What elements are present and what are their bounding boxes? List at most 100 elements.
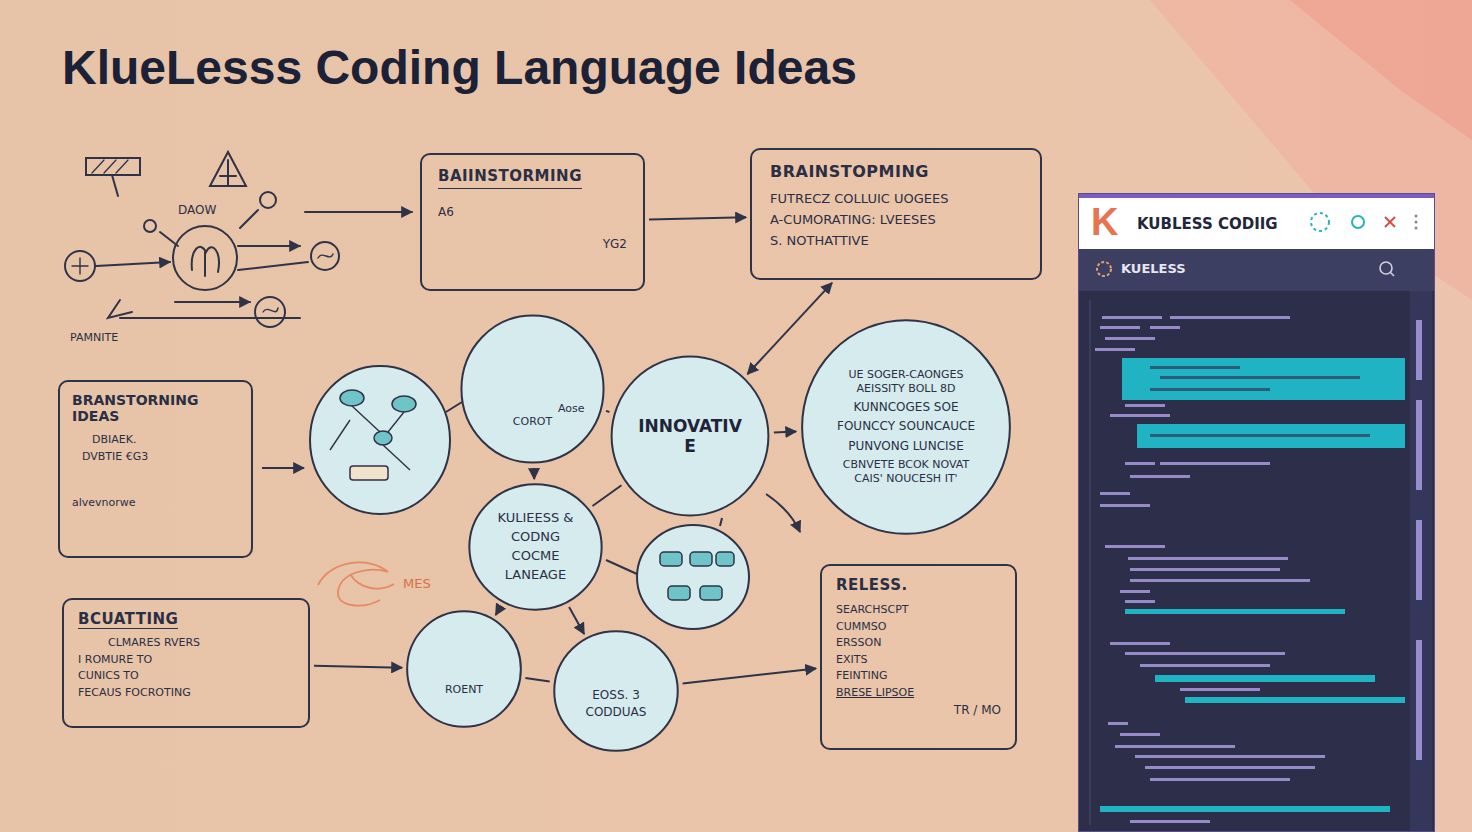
idea-bubble: EOSS. 3 CODDUAS xyxy=(553,630,679,752)
hatch xyxy=(92,160,128,173)
node-heading: KULIEESS & CODNG COCME LANEAGE xyxy=(487,509,584,584)
node-text: TR / MO xyxy=(954,701,1001,719)
code-highlight xyxy=(1137,424,1405,448)
connector xyxy=(314,666,402,668)
connector xyxy=(748,283,833,374)
card-sketch xyxy=(350,466,388,480)
process-box: BRANSTORNING IDEASDBIAEK.DVBTIE €G3alvev… xyxy=(58,380,253,558)
menu-dot xyxy=(1415,221,1418,224)
sketch xyxy=(65,152,412,327)
node-heading: Aose xyxy=(558,402,585,415)
idea-bubble: INNOVATIVE xyxy=(610,355,770,517)
logo-icon xyxy=(1097,262,1111,276)
node-content: KULIEESS & CODNG COCME LANEAGE xyxy=(487,509,584,584)
node-text: COROT xyxy=(513,415,552,428)
node-text: FOUNCCY SOUNCAUCE xyxy=(837,419,975,435)
node-heading: UE SOGER-CAONGES AEISSITY BOLL 8D xyxy=(830,368,983,396)
node-heading: EOSS. 3 CODDUAS xyxy=(571,687,662,721)
app-panel: KKUBLESS CODIIGKUELESS xyxy=(1078,193,1435,832)
bubble-shape xyxy=(460,314,605,464)
node-content: UE SOGER-CAONGES AEISSITY BOLL 8DKUNNCOG… xyxy=(830,368,983,486)
node-text: KUBLESS CODIIG xyxy=(1137,215,1278,233)
node-text: CUNICS TO xyxy=(78,668,139,685)
sketch-line xyxy=(160,232,178,246)
idea-bubble: UE SOGER-CAONGES AEISSITY BOLL 8DKUNNCOG… xyxy=(800,318,1012,536)
flag-sketch xyxy=(86,158,140,175)
app-window xyxy=(1078,193,1435,832)
node-text: SEARCHSCPT xyxy=(836,602,909,619)
node-content: BAIINSTORMINGA6YG2 xyxy=(438,167,627,251)
connector xyxy=(496,606,501,615)
code-line xyxy=(1150,434,1370,437)
menu-dot xyxy=(1415,215,1418,218)
code-lines xyxy=(1095,316,1422,823)
search-icon xyxy=(1390,272,1394,276)
node-text: EXITS xyxy=(836,652,867,669)
node-text: FECAUS FOCROTING xyxy=(78,685,191,702)
code-highlight xyxy=(1100,806,1390,812)
panel-body xyxy=(1078,193,1435,832)
panel-header xyxy=(1078,198,1435,249)
node-heading: ROENT xyxy=(445,683,483,696)
scribble xyxy=(108,300,132,318)
node-text: DVBTIE €G3 xyxy=(82,449,148,466)
node-text: I ROMURE TO xyxy=(78,652,152,669)
sketch-arrow xyxy=(262,467,304,469)
scribble xyxy=(330,406,410,470)
bubble-outline xyxy=(802,320,1010,534)
connector xyxy=(593,485,622,506)
node-heading: RELESS. xyxy=(836,576,908,594)
node-text: YG2 xyxy=(603,237,627,251)
bubble-outline xyxy=(310,366,450,514)
orange-scribble xyxy=(318,562,394,605)
node-text: S. NOTHATTIVE xyxy=(770,231,869,252)
node-text: FEINTING xyxy=(836,668,887,685)
bubble-outline xyxy=(637,525,749,629)
small-circle xyxy=(144,220,156,232)
node-heading: BRAINSTOPMING xyxy=(770,162,929,181)
sketch-arrow xyxy=(305,211,412,213)
panel-subheader xyxy=(1078,249,1435,291)
node-text: FUTRECZ COLLUIC UOGEES xyxy=(770,189,949,210)
connector xyxy=(649,217,746,219)
sketch-arrow xyxy=(766,494,800,532)
node-text: BRESE LIPSOE xyxy=(836,685,914,702)
bubble-outline xyxy=(612,357,769,516)
connector xyxy=(569,607,584,634)
menu-dot xyxy=(1415,227,1418,230)
diagram-title: KlueLesss Coding Language Ideas xyxy=(62,40,857,95)
scribble xyxy=(72,258,88,274)
connector xyxy=(683,669,816,684)
connector xyxy=(525,678,549,682)
bubble-shape xyxy=(406,610,522,728)
scrollbar xyxy=(1410,291,1432,832)
close-icon xyxy=(1385,217,1395,227)
sketch-arrow xyxy=(96,262,170,266)
code-highlight xyxy=(1122,358,1405,400)
bubble-outline xyxy=(407,611,521,727)
sketch-line xyxy=(446,402,462,412)
code-line xyxy=(1150,388,1270,391)
node-text: CUMMSO xyxy=(836,619,886,636)
code-highlight xyxy=(1155,675,1375,682)
sketch-line xyxy=(720,518,722,526)
teal-blob xyxy=(392,396,416,412)
node-content: INNOVATIVE xyxy=(633,416,748,456)
node-heading: BRANSTORNING IDEAS xyxy=(72,392,239,424)
free-label: PAMNITE xyxy=(70,331,118,344)
connector xyxy=(606,411,609,412)
idea-bubble: ROENT xyxy=(406,610,522,728)
idea-bubble xyxy=(637,525,749,629)
node-content: BCUATTINGCLMARES RVERSI ROMURE TOCUNICS … xyxy=(78,610,294,701)
small-circle xyxy=(65,251,95,281)
sketch-line xyxy=(240,210,258,228)
sketch-line xyxy=(120,317,300,319)
node-content: KKUBLESS CODIIGKUELESS xyxy=(1079,194,1434,831)
code-highlight xyxy=(1125,609,1345,614)
teal-blob xyxy=(374,431,392,445)
background-shape xyxy=(1290,0,1472,140)
teal-blob xyxy=(340,390,364,406)
node-content: BRANSTORNING IDEASDBIAEK.DVBTIE €G3alvev… xyxy=(72,392,239,512)
small-circle xyxy=(311,242,339,270)
